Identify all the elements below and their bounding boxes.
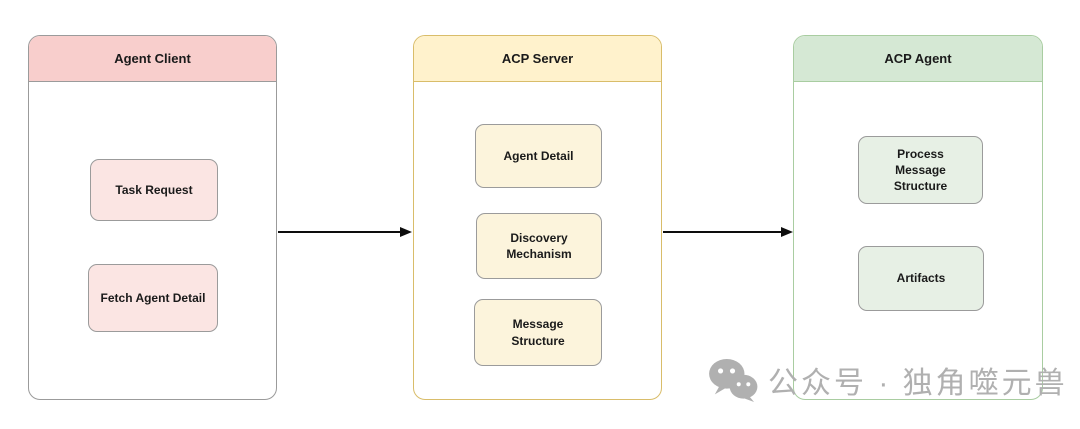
node-fetch-agent-detail: Fetch Agent Detail bbox=[88, 264, 218, 332]
wechat-icon bbox=[709, 358, 758, 402]
arrow-server-to-agent-line bbox=[663, 231, 782, 233]
container-agent-client-title: Agent Client bbox=[29, 36, 276, 82]
node-process-message-structure-label: Process Message Structure bbox=[893, 146, 948, 194]
container-acp-agent: ACP Agent Process Message Structure Arti… bbox=[793, 35, 1043, 400]
node-artifacts: Artifacts bbox=[858, 246, 984, 311]
node-task-request: Task Request bbox=[90, 159, 218, 221]
node-artifacts-label: Artifacts bbox=[896, 271, 946, 286]
container-acp-agent-title: ACP Agent bbox=[794, 36, 1042, 82]
node-message-structure-label: Message Structure bbox=[511, 317, 565, 348]
node-task-request-label: Task Request bbox=[115, 182, 193, 197]
container-acp-server: ACP Server Agent Detail Discovery Mechan… bbox=[413, 35, 662, 400]
node-agent-detail-label: Agent Detail bbox=[503, 148, 574, 163]
container-agent-client: Agent Client Task Request Fetch Agent De… bbox=[28, 35, 277, 400]
node-message-structure: Message Structure bbox=[474, 299, 602, 366]
node-agent-detail: Agent Detail bbox=[475, 124, 602, 188]
node-discovery-mechanism-label: Discovery Mechanism bbox=[506, 230, 572, 261]
arrow-client-to-server-line bbox=[278, 231, 402, 233]
container-acp-server-title: ACP Server bbox=[414, 36, 661, 82]
watermark: 公众号 · 独角噬元兽 bbox=[708, 358, 1068, 402]
node-process-message-structure: Process Message Structure bbox=[858, 136, 983, 204]
node-fetch-agent-detail-label: Fetch Agent Detail bbox=[100, 290, 206, 305]
arrow-server-to-agent-head-icon bbox=[781, 227, 793, 237]
node-discovery-mechanism: Discovery Mechanism bbox=[476, 213, 602, 279]
arrow-client-to-server-head-icon bbox=[400, 227, 412, 237]
watermark-text: 公众号 · 独角噬元兽 bbox=[768, 367, 1068, 400]
